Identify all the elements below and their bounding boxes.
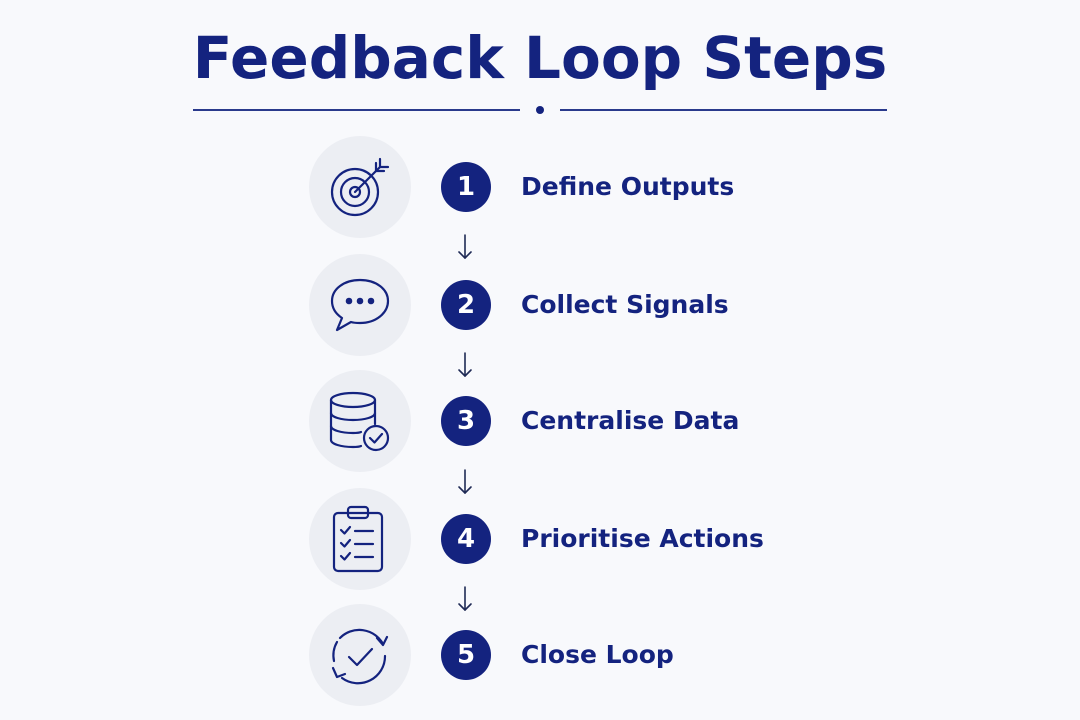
target-icon	[330, 157, 390, 217]
step-4-icon-circle	[309, 488, 411, 590]
step-1: 1 Define Outputs	[0, 136, 1080, 240]
chat-bubble-icon	[330, 278, 390, 332]
arrow-down-icon	[458, 586, 472, 611]
step-1-label: Define Outputs	[521, 172, 735, 201]
title-divider-dot	[536, 106, 544, 114]
step-2-number: 2	[441, 280, 491, 330]
step-4: 4 Prioritise Actions	[0, 488, 1080, 592]
step-3-label: Centralise Data	[521, 406, 740, 435]
step-1-icon-circle	[309, 136, 411, 238]
refresh-check-icon	[331, 628, 389, 685]
step-3: 3 Centralise Data	[0, 370, 1080, 474]
step-3-number: 3	[441, 396, 491, 446]
step-2: 2 Collect Signals	[0, 254, 1080, 358]
arrow-down-icon	[458, 234, 472, 259]
clipboard-checklist-icon	[332, 505, 384, 573]
step-1-number: 1	[441, 162, 491, 212]
step-2-label: Collect Signals	[521, 290, 729, 319]
title-divider-left	[193, 109, 520, 111]
page-title: Feedback Loop Steps	[192, 24, 888, 92]
arrow-down-icon	[458, 352, 472, 377]
arrow-down-icon	[458, 469, 472, 494]
step-5-icon-circle	[309, 604, 411, 706]
step-3-icon-circle	[309, 370, 411, 472]
step-5-label: Close Loop	[521, 640, 674, 669]
database-check-icon	[329, 391, 390, 452]
step-5-number: 5	[441, 630, 491, 680]
step-2-icon-circle	[309, 254, 411, 356]
step-5: 5 Close Loop	[0, 604, 1080, 708]
step-4-label: Prioritise Actions	[521, 524, 764, 553]
title-divider-right	[560, 109, 887, 111]
step-4-number: 4	[441, 514, 491, 564]
